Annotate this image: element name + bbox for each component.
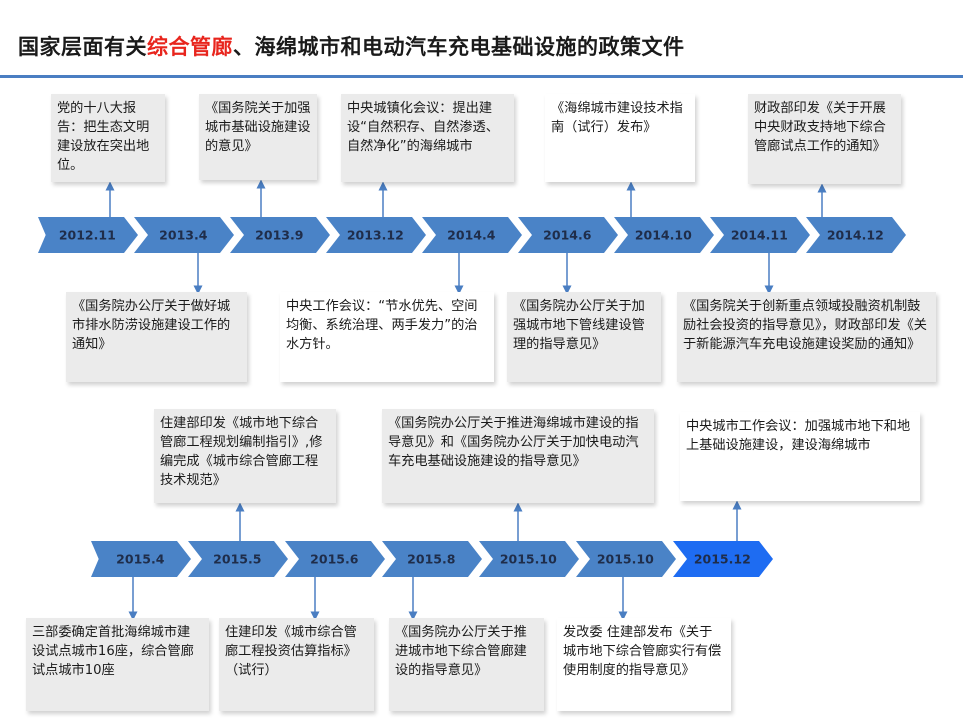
timeline2-chevron-3-label: 2015.8 <box>407 552 455 567</box>
event-2014-4: 中央工作会议：“节水优先、空间均衡、系统治理、两手发力”的治水方针。 <box>280 292 494 382</box>
event-2015-4: 三部委确定首批海绵城市建设试点城市16座，综合管廊试点城市10座 <box>26 618 209 711</box>
timeline1-chevron-0 <box>38 217 138 253</box>
title-part2: 、海绵城市和电动汽车充电基础设施的政策文件 <box>233 35 685 59</box>
timeline1-chevron-4 <box>422 217 522 253</box>
timeline1-chevron-8-label: 2014.12 <box>827 228 884 243</box>
timeline1-chevron-3 <box>326 217 426 253</box>
event-2012-11: 党的十八大报告：把生态文明建设放在突出地位。 <box>51 94 165 182</box>
timeline2-chevron-5 <box>576 541 676 577</box>
timeline2-chevron-5-label: 2015.10 <box>597 552 654 567</box>
timeline2-chevron-1 <box>188 541 288 577</box>
timeline2-chevron-0 <box>91 541 191 577</box>
timeline2-chevron-0-label: 2015.4 <box>116 552 165 567</box>
event-2015-8-b: 《国务院办公厅关于推进海绵城市建设的指导意见》和《国务院办公厅关于加快电动汽车充… <box>382 409 654 503</box>
event-2015-12: 中央城市工作会议：加强城市地下和地上基础设施建设，建设海绵城市 <box>680 412 920 501</box>
event-2015-10: 发改委 住建部发布《关于城市地下综合管廊实行有偿使用制度的指导意见》 <box>557 618 731 711</box>
event-2014-6: 《国务院办公厅关于加强城市地下管线建设管理的指导意见》 <box>507 292 661 382</box>
timeline2-chevron-4-label: 2015.10 <box>500 552 557 567</box>
timeline1-chevron-8 <box>806 217 906 253</box>
timeline1-chevron-0-label: 2012.11 <box>59 228 116 243</box>
event-2013-9: 《国务院关于加强城市基础设施建设的意见》 <box>199 94 317 180</box>
event-2013-12: 中央城镇化会议：提出建设“自然积存、自然渗透、自然净化”的海绵城市 <box>341 94 514 182</box>
timeline1-chevron-2 <box>230 217 330 253</box>
timeline2-chevron-2 <box>285 541 385 577</box>
event-2015-8-a: 《国务院办公厅关于推进城市地下综合管廊建设的指导意见》 <box>389 618 544 711</box>
timeline1-chevron-6 <box>614 217 714 253</box>
event-2014-10: 《海绵城市建设技术指南（试行）发布》 <box>545 94 695 182</box>
event-2015-5: 住建部印发《城市地下综合管廊工程规划编制指引》,修编完成《城市综合管廊工程技术规… <box>154 409 336 503</box>
page-title: 国家层面有关综合管廊、海绵城市和电动汽车充电基础设施的政策文件 <box>18 31 685 61</box>
timeline1-chevron-1-label: 2013.4 <box>159 228 208 243</box>
timeline2-chevron-4 <box>479 541 579 577</box>
timeline2-chevron-2-label: 2015.6 <box>310 552 359 567</box>
timeline2-chevron-3 <box>382 541 482 577</box>
event-2013-4: 《国务院办公厅关于做好城市排水防涝设施建设工作的通知》 <box>66 292 247 382</box>
event-2015-6: 住建印发《城市综合管廊工程投资估算指标》（试行） <box>219 618 374 711</box>
timeline2-chevron-6-label: 2015.12 <box>694 552 751 567</box>
timeline2-chevron-1-label: 2015.5 <box>213 552 261 567</box>
title-highlight: 综合管廊 <box>147 35 233 59</box>
timeline1-chevron-5 <box>518 217 618 253</box>
timeline2-chevron-6 <box>673 541 773 577</box>
title-part1: 国家层面有关 <box>18 35 147 59</box>
timeline1-chevron-3-label: 2013.12 <box>347 228 404 243</box>
event-2014-11: 《国务院关于创新重点领域投融资机制鼓励社会投资的指导意见》，财政部印发《关于新能… <box>677 292 936 382</box>
title-rule <box>0 75 963 78</box>
timeline1-chevron-7 <box>710 217 810 253</box>
timeline1-chevron-2-label: 2013.9 <box>255 228 303 243</box>
timeline1-chevron-1 <box>134 217 234 253</box>
timeline1-chevron-7-label: 2014.11 <box>731 228 788 243</box>
timeline1-chevron-5-label: 2014.6 <box>543 228 592 243</box>
event-2014-12: 财政部印发《关于开展中央财政支持地下综合管廊试点工作的通知》 <box>748 94 901 184</box>
timeline1-chevron-4-label: 2014.4 <box>447 228 496 243</box>
timeline1-chevron-6-label: 2014.10 <box>635 228 692 243</box>
